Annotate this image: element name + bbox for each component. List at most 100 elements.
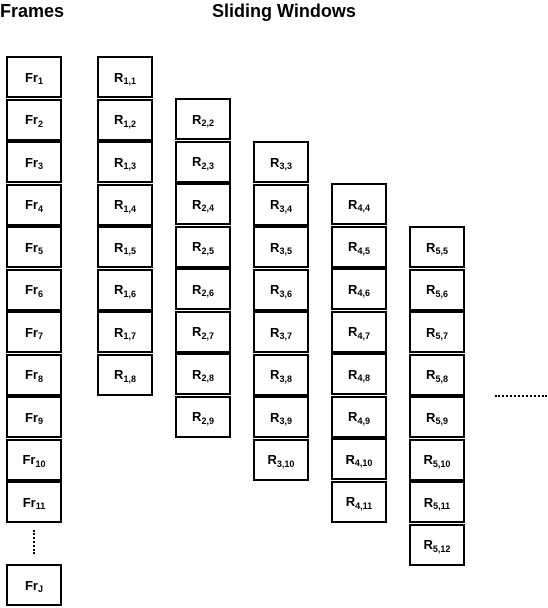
cell-subscript: 9 [37,416,43,426]
cell-subscript: 1,8 [123,373,136,384]
cell-label: R [267,452,277,467]
windows-continuation-dots [495,395,547,397]
cell-label: Fr [24,367,38,382]
cell-subscript: 4,7 [357,330,370,341]
cell-subscript: 1,6 [123,288,136,299]
cell-label: R [270,409,280,425]
cell-label: R [192,239,202,254]
cell-label: R [426,367,436,382]
cell-label: R [270,282,280,297]
cell-label: Fr [24,112,38,127]
cell-subscript: 3,9 [279,416,292,426]
cell-subscript: 5,11 [433,501,451,511]
cell-subscript: 2,6 [201,288,214,298]
cell-subscript: 3,5 [279,246,292,256]
cell-label: R [114,367,124,382]
cell-label: R [270,367,280,382]
cell-subscript: 1,1 [123,76,136,86]
cell-label: R [270,154,280,170]
cell-label: Fr [24,197,38,212]
cell-label: R [426,409,436,425]
cell-subscript: 5,6 [435,288,448,299]
cell-label: R [348,366,358,382]
cell-label: R [426,324,436,340]
cell-label: Fr [24,324,38,340]
cell-subscript: 2,9 [201,415,214,426]
cell-subscript: 5,8 [435,373,448,384]
cell-label: R [345,494,356,509]
cell-label: R [270,239,280,255]
cell-subscript: 3,3 [279,161,292,171]
cell-subscript: 3,7 [279,331,292,341]
cell-subscript: 2,7 [201,330,214,341]
cell-label: R [423,494,434,510]
cell-label: R [114,239,124,255]
cell-label: R [114,112,124,127]
cell-subscript: 8 [37,373,43,384]
sliding-windows-heading: Sliding Windows [212,1,356,21]
cell-subscript: 5,7 [435,331,448,341]
cell-subscript: 3 [37,161,43,171]
cell-label: Fr [24,577,38,593]
cell-subscript: 1 [37,76,43,86]
frames-heading: Frames [0,1,65,21]
cell-label: R [192,154,202,169]
cell-subscript: 3,10 [276,458,295,469]
cell-label: R [114,69,124,85]
cell-label: R [348,324,358,339]
cell-subscript: 1,7 [123,331,136,341]
cell-label: Fr [24,282,38,297]
cell-subscript: 3,4 [279,203,292,214]
cell-label: R [192,409,202,424]
cell-subscript: 1,3 [123,161,136,171]
cell-subscript: 1,5 [123,246,136,256]
cell-label: R [192,324,202,339]
cell-label: R [423,452,433,467]
cell-label: R [426,282,436,297]
frames-continuation-dots [33,530,35,554]
cell-label: R [270,324,280,340]
cell-label: R [348,239,358,254]
cell-subscript: 2,2 [201,118,214,128]
cell-subscript: 1,2 [123,118,136,129]
cell-label: R [423,537,433,552]
cell-subscript: 5,9 [435,416,448,426]
cell-label: Fr [24,154,38,170]
cell-subscript: 11 [35,501,46,511]
cell-subscript: 2,8 [201,373,214,383]
cell-label: Fr [24,69,38,85]
cell-subscript: 4,10 [354,458,373,468]
cell-subscript: 4,8 [357,373,370,383]
cell-label: Fr [22,494,36,510]
cell-label: R [345,451,355,467]
cell-label: R [192,111,202,127]
cell-subscript: 10 [35,458,46,469]
cell-label: Fr [22,452,36,467]
cell-subscript: 4,11 [355,500,373,511]
